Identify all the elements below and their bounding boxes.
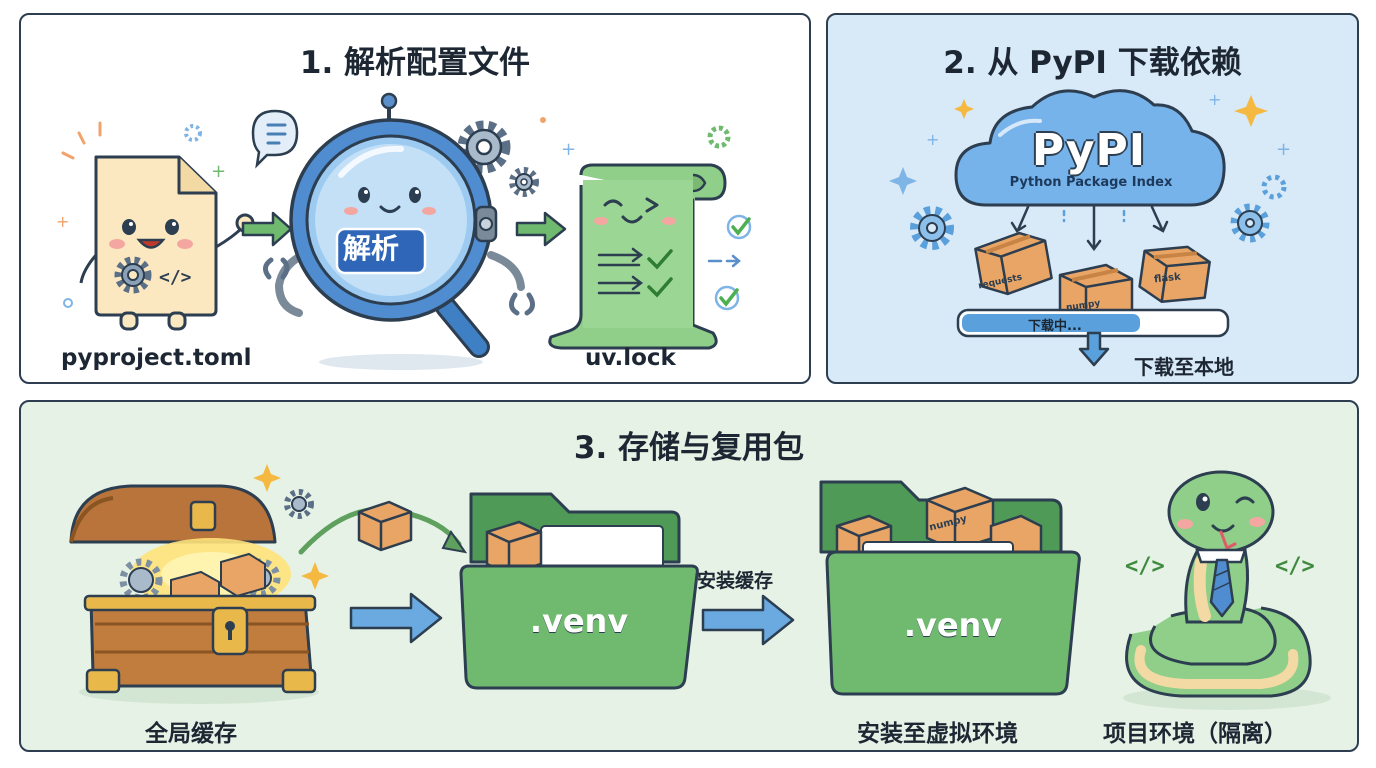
panel3-title: 3. 存储与复用包 (573, 430, 805, 466)
sparkle-icon (889, 167, 917, 195)
gear-icon (1230, 203, 1270, 243)
uv-lock-label: uv.lock (585, 345, 676, 371)
panel2-illustration: + + + (889, 89, 1291, 367)
plus-mark: + (561, 139, 576, 160)
snake-character (1123, 470, 1331, 710)
code-icon: </> (1125, 554, 1165, 579)
project-env-label: 项目环境（隔离） (1103, 721, 1287, 747)
sparkle-icon (954, 99, 974, 119)
code-icon: </> (159, 267, 192, 288)
plus-mark: + (56, 212, 69, 231)
check-icon (726, 214, 752, 240)
plus-mark: + (926, 130, 939, 149)
panel-store-reuse: 3. 存储与复用包 (19, 400, 1359, 752)
package-box-requests (974, 231, 1053, 296)
gear-icon (707, 125, 731, 149)
panel1-title: 1. 解析配置文件 (299, 45, 531, 81)
pyproject-label: pyproject.toml (61, 345, 252, 371)
pypi-cloud-subtitle: Python Package Index (1009, 175, 1173, 190)
panel2-title: 2. 从 PyPI 下载依赖 (943, 45, 1242, 81)
check-icon (714, 285, 740, 311)
package-box-flask (1138, 245, 1211, 304)
gear-icon (910, 206, 954, 250)
speech-bubble-icon (251, 109, 299, 169)
gear-icon (114, 256, 152, 294)
code-icon: </> (1275, 554, 1315, 579)
gear-icon (509, 167, 539, 197)
pypi-cloud-title: PyPI (1031, 125, 1147, 176)
dot-mark (540, 117, 546, 123)
panel-parse-config: 1. 解析配置文件 + + (19, 13, 811, 384)
cloud-icon (954, 89, 1226, 207)
sparkle-lines (61, 121, 102, 160)
plus-mark: + (1208, 90, 1221, 109)
download-arrow-icon (1078, 331, 1110, 367)
dash-arrow-icon (707, 254, 741, 268)
download-arrows (1010, 205, 1169, 252)
panel1-illustration: + + </> (56, 92, 752, 370)
install-cache-label: 安装缓存 (697, 570, 774, 592)
venv-folder-2 (819, 480, 1081, 696)
arrow-right-icon (241, 211, 293, 247)
plus-mark: + (211, 161, 226, 182)
plus-mark: + (1276, 139, 1291, 160)
arrow-right-icon (515, 211, 567, 247)
venv-folder-1-label: .venv (529, 602, 629, 640)
dot-mark (63, 298, 73, 308)
panel-download-pypi: 2. 从 PyPI 下载依赖 + + + (826, 13, 1359, 384)
sparkle-icon (301, 562, 329, 590)
gear-icon (184, 124, 202, 142)
gear-icon (457, 120, 511, 174)
gear-icon (1261, 174, 1287, 200)
progress-text: 下载中... (1028, 319, 1082, 334)
venv-folder-2-label: .venv (903, 606, 1003, 644)
global-cache-label: 全局缓存 (145, 721, 237, 747)
arrow-right-icon (349, 592, 443, 644)
install-venv-label: 安装至虚拟环境 (857, 721, 1018, 747)
gear-icon (284, 489, 314, 519)
lock-file-scroll (548, 163, 727, 350)
parser-robot (263, 92, 535, 370)
flying-package-box (357, 500, 413, 552)
sparkle-icon (253, 464, 281, 492)
sparkle-icon (1234, 95, 1268, 127)
download-local-label: 下载至本地 (1134, 355, 1234, 379)
file-character (79, 155, 255, 331)
venv-folder-1 (459, 492, 699, 690)
parse-badge-label: 解析 (342, 232, 399, 265)
treasure-chest (69, 484, 319, 704)
arrow-right-icon (701, 594, 795, 646)
panel3-illustration (69, 464, 1331, 710)
download-progress-bar (956, 308, 1230, 338)
